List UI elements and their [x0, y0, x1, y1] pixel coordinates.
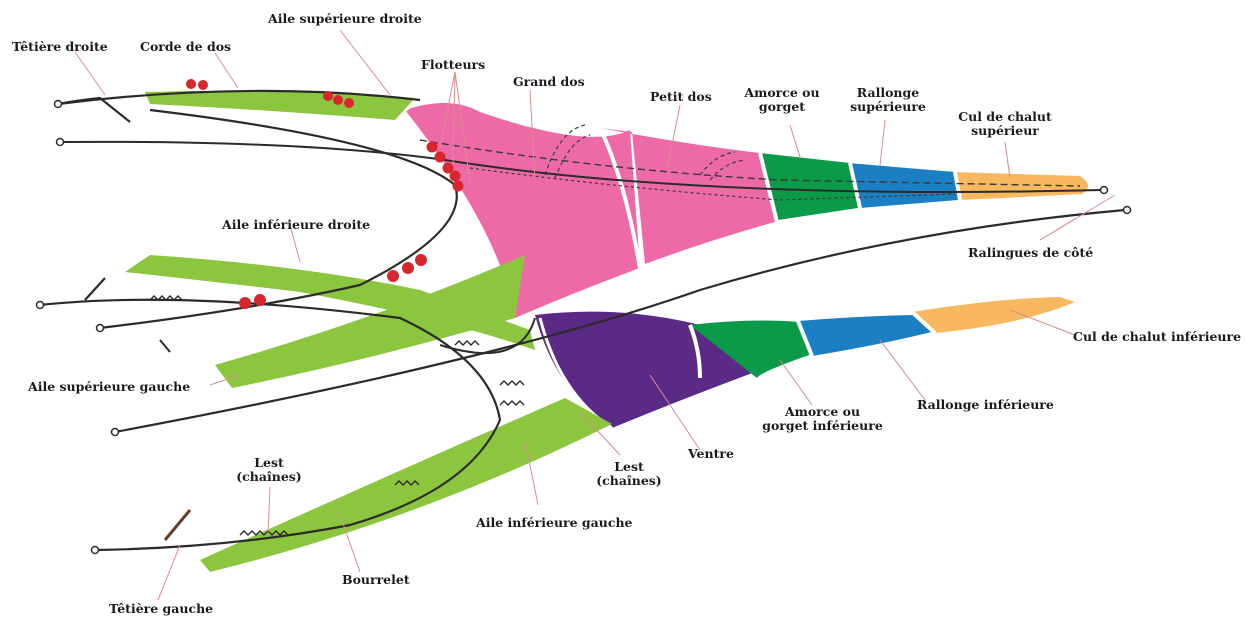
label-rallonge-inf: Rallonge inférieure	[917, 398, 1054, 412]
label-ralingues: Ralingues de côté	[968, 246, 1093, 260]
rallonge-sup-panel	[848, 163, 958, 208]
label-cul-sup-line2: supérieur	[950, 124, 1060, 138]
label-amorce-inf-line1: Amorce ou	[760, 405, 885, 419]
label-aile-sup-droite: Aile supérieure droite	[268, 12, 422, 26]
label-bourrelet: Bourrelet	[342, 573, 410, 587]
label-cul-sup-line1: Cul de chalut	[950, 110, 1060, 124]
label-rallonge-sup-line2: supérieure	[843, 100, 933, 114]
label-aile-inf-droite: Aile inférieure droite	[222, 218, 370, 232]
cul-inf-panel	[912, 297, 1075, 333]
label-lest-right: Lest (chaînes)	[594, 460, 664, 488]
label-lest-right-line2: (chaînes)	[594, 474, 664, 488]
label-lest-left-line1: Lest	[234, 456, 304, 470]
label-aile-inf-gauche: Aile inférieure gauche	[476, 516, 633, 530]
label-amorce-sup-line2: gorget	[742, 100, 822, 114]
label-lest-left: Lest (chaînes)	[234, 456, 304, 484]
label-cul-inf: Cul de chalut inférieure	[1073, 330, 1241, 344]
label-grand-dos: Grand dos	[513, 75, 585, 89]
label-rallonge-sup: Rallonge supérieure	[843, 86, 933, 114]
rallonge-inf-panel	[798, 315, 940, 356]
label-petit-dos: Petit dos	[650, 90, 712, 104]
label-lest-right-line1: Lest	[594, 460, 664, 474]
label-tetiere-gauche: Têtière gauche	[109, 602, 213, 616]
label-amorce-sup-line1: Amorce ou	[742, 86, 822, 100]
label-tetiere-droite: Têtière droite	[12, 40, 108, 54]
label-amorce-inf: Amorce ou gorget inférieure	[760, 405, 885, 433]
label-corde-de-dos: Corde de dos	[140, 40, 231, 54]
label-ventre: Ventre	[688, 447, 734, 461]
label-rallonge-sup-line1: Rallonge	[843, 86, 933, 100]
label-amorce-sup: Amorce ou gorget	[742, 86, 822, 114]
label-lest-left-line2: (chaînes)	[234, 470, 304, 484]
label-aile-sup-gauche: Aile supérieure gauche	[28, 380, 190, 394]
aile-inf-gauche-panel	[200, 398, 612, 572]
label-cul-sup: Cul de chalut supérieur	[950, 110, 1060, 138]
label-flotteurs: Flotteurs	[421, 58, 485, 72]
label-amorce-inf-line2: gorget inférieure	[760, 419, 885, 433]
